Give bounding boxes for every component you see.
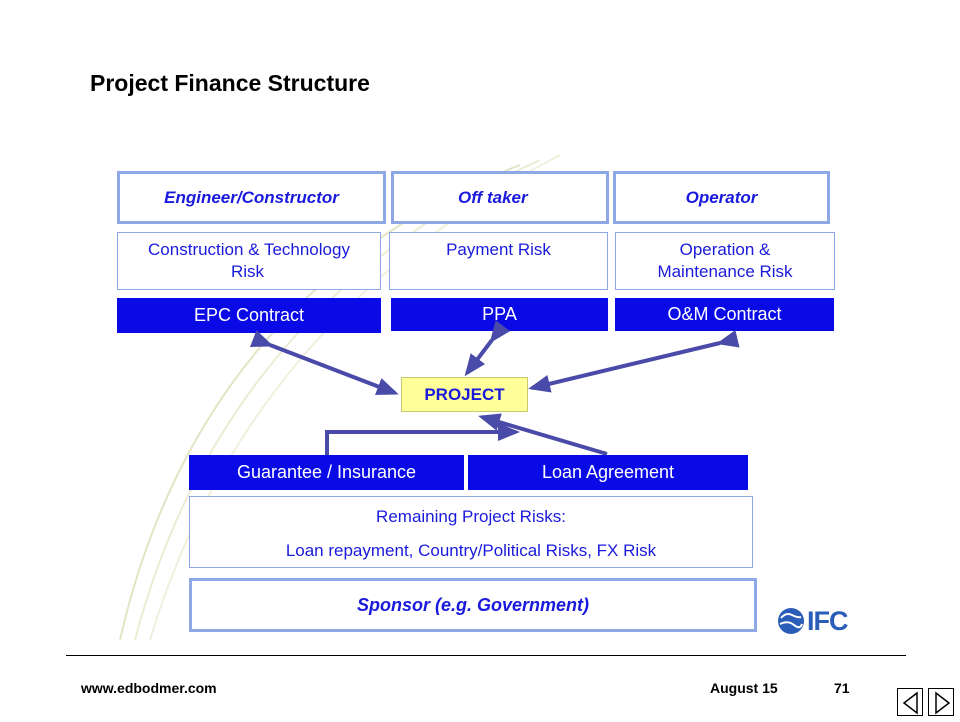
triangle-right-icon (935, 691, 951, 715)
guarantee-insurance-bar: Guarantee / Insurance (189, 455, 464, 490)
payment-risk-label: Payment Risk (446, 240, 551, 259)
ppa-label: PPA (482, 304, 517, 324)
off-taker-box: Off taker (391, 171, 609, 224)
next-slide-button[interactable] (928, 688, 954, 716)
construction-risk-box: Construction & Technology Risk (117, 232, 381, 290)
loan-project-arrow (478, 413, 608, 456)
triangle-left-icon (902, 691, 918, 715)
footer-date: August 15 (710, 680, 778, 696)
construction-risk-line2: Risk (231, 262, 265, 281)
operator-box: Operator (613, 171, 830, 224)
payment-risk-box: Payment Risk (389, 232, 608, 290)
engineer-constructor-box: Engineer/Constructor (117, 171, 386, 224)
loan-agreement-label: Loan Agreement (541, 462, 675, 482)
project-box: PROJECT (401, 377, 528, 412)
om-contract-label: O&M Contract (667, 304, 782, 324)
guarantee-project-arrow (325, 423, 520, 456)
epc-project-arrow (249, 330, 399, 395)
construction-risk-line1: Construction & Technology (148, 240, 350, 259)
footer-website: www.edbodmer.com (81, 680, 217, 696)
sponsor-label: Sponsor (e.g. Government) (356, 594, 590, 615)
ifc-logo-text: IFC (807, 606, 848, 636)
remaining-risks-heading: Remaining Project Risks: (376, 507, 566, 526)
om-contract-bar: O&M Contract (615, 298, 834, 331)
page-title: Project Finance Structure (90, 70, 370, 96)
operator-label: Operator (685, 187, 758, 207)
off-taker-label: Off taker (458, 187, 528, 207)
operation-risk-line1: Operation & (679, 240, 771, 259)
remaining-risks-list: Loan repayment, Country/Political Risks,… (285, 541, 657, 560)
footer-page-number: 71 (834, 680, 850, 696)
operation-risk-line2: Maintenance Risk (657, 262, 793, 281)
guarantee-insurance-label: Guarantee / Insurance (236, 462, 417, 482)
globe-icon (778, 608, 804, 634)
operation-risk-box: Operation & Maintenance Risk (615, 232, 835, 290)
remaining-risks-box: Remaining Project Risks: Loan repayment,… (189, 496, 753, 568)
project-label: PROJECT (424, 384, 505, 404)
loan-agreement-bar: Loan Agreement (468, 455, 748, 490)
sponsor-box: Sponsor (e.g. Government) (189, 578, 757, 632)
ifc-logo: IFC (776, 606, 856, 636)
om-project-arrow (528, 330, 740, 393)
engineer-constructor-label: Engineer/Constructor (164, 187, 339, 207)
epc-contract-bar: EPC Contract (117, 298, 381, 333)
ppa-project-arrow (464, 320, 511, 377)
previous-slide-button[interactable] (897, 688, 923, 716)
footer-divider (66, 655, 906, 656)
epc-contract-label: EPC Contract (193, 305, 305, 325)
